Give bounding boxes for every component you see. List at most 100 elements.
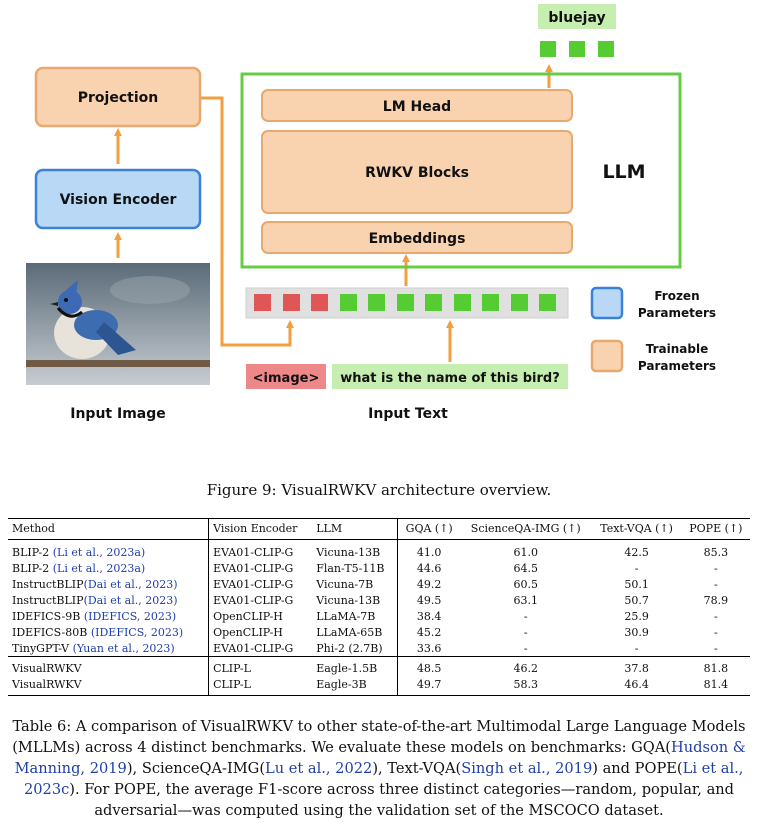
gqa-cell: 41.0	[416, 545, 442, 559]
scienceqa-cell: -	[523, 625, 528, 639]
textvqa-cell: -	[634, 561, 639, 575]
pope-cell: -	[713, 577, 718, 591]
legend-frozen-swatch	[590, 286, 624, 320]
textvqa-cell: 50.1	[624, 577, 649, 591]
table-row: BLIP-2 (Li et al., 2023a) EVA01-CLIP-G F…	[8, 560, 750, 576]
llm-cell: LLaMA-65B	[312, 624, 399, 640]
input-image-label: Input Image	[70, 406, 166, 422]
gqa-cell: 49.2	[416, 577, 442, 591]
output-token	[540, 41, 556, 57]
token-sequence	[254, 294, 556, 311]
gqa-cell: 38.4	[416, 609, 442, 623]
table-row: VisualRWKV CLIP-L Eagle-3B 49.7 58.3 46.…	[8, 676, 750, 696]
llm-cell: Eagle-1.5B	[312, 656, 399, 676]
citation-link[interactable]: (IDEFICS, 2023)	[83, 609, 177, 623]
lm-head-label: LM Head	[383, 99, 451, 115]
gqa-cell: 45.2	[416, 625, 442, 639]
pope-cell: -	[713, 609, 718, 623]
legend-trainable-swatch	[590, 339, 624, 373]
llm-cell: Eagle-3B	[312, 676, 399, 696]
col-header-gqa: GQA (↑)	[397, 518, 460, 540]
text-token	[425, 294, 442, 311]
scienceqa-cell: -	[523, 641, 528, 655]
citation-link[interactable]: Singh et al., 2019	[461, 760, 593, 777]
gqa-cell: 44.6	[416, 561, 442, 575]
embeddings-block	[261, 221, 573, 254]
output-label-box	[538, 4, 616, 29]
results-table: Method Vision Encoder LLM GQA (↑) Scienc…	[8, 518, 750, 696]
text-prompt-label: what is the name of this bird?	[340, 371, 560, 386]
citation-link[interactable]: Hudson & Manning, 2019	[14, 739, 746, 777]
citation-link[interactable]: (Li et al., 2023a)	[52, 561, 146, 575]
embeddings-label: Embeddings	[369, 231, 466, 247]
gqa-cell: 33.6	[416, 641, 442, 655]
pope-cell: -	[713, 625, 718, 639]
col-header-vision-encoder: Vision Encoder	[208, 518, 313, 540]
citation-link[interactable]: (IDEFICS, 2023)	[90, 625, 184, 639]
gqa-cell: 49.7	[397, 676, 460, 696]
table-row: InstructBLIP(Dai et al., 2023) EVA01-CLI…	[8, 592, 750, 608]
text-token	[397, 294, 414, 311]
connectors	[114, 64, 553, 362]
table-caption: Table 6: A comparison of VisualRWKV to o…	[12, 718, 746, 819]
method-cell: VisualRWKV	[8, 676, 210, 696]
method-cell: IDEFICS-9B (IDEFICS, 2023)	[8, 608, 210, 624]
llm-container	[240, 72, 682, 269]
method-cell: BLIP-2 (Li et al., 2023a)	[8, 539, 210, 560]
citation-link[interactable]: Lu et al., 2022	[265, 760, 373, 777]
scienceqa-cell: 61.0	[513, 545, 538, 559]
citation-link[interactable]: (Dai et al., 2023)	[83, 577, 178, 591]
citation-link[interactable]: (Dai et al., 2023)	[83, 593, 178, 607]
method-cell: BLIP-2 (Li et al., 2023a)	[8, 560, 210, 576]
text-token	[482, 294, 499, 311]
encoder-cell: OpenCLIP-H	[213, 609, 283, 623]
col-header-llm: LLM	[312, 518, 399, 540]
encoder-cell: EVA01-CLIP-G	[213, 593, 294, 607]
llm-cell: Vicuna-7B	[312, 576, 399, 592]
llm-cell: Vicuna-13B	[312, 592, 399, 608]
textvqa-cell: 46.4	[591, 676, 682, 696]
textvqa-cell: 37.8	[591, 656, 682, 676]
image-token-label: <image>	[253, 371, 320, 386]
legend-trainable-line1: Trainable	[646, 342, 708, 356]
architecture-diagram: Projection Vision Encoder LLM LM Head RW…	[26, 4, 716, 422]
scienceqa-cell: 46.2	[459, 656, 592, 676]
image-token	[311, 294, 328, 311]
legend-frozen-line2: Parameters	[638, 306, 716, 320]
projection-block	[34, 66, 202, 128]
legend: Frozen Parameters Trainable Parameters	[590, 286, 716, 373]
encoder-cell: CLIP-L	[208, 676, 313, 696]
citation-link[interactable]: (Yuan et al., 2023)	[72, 641, 175, 655]
image-token-box	[246, 364, 326, 389]
legend-frozen-line1: Frozen	[654, 289, 699, 303]
output-label: bluejay	[548, 10, 605, 26]
col-header-textvqa: Text-VQA (↑)	[591, 518, 682, 540]
encoder-cell: EVA01-CLIP-G	[213, 577, 294, 591]
table-row: TinyGPT-V (Yuan et al., 2023) EVA01-CLIP…	[8, 640, 750, 657]
method-cell: VisualRWKV	[8, 656, 210, 676]
text-token	[539, 294, 556, 311]
encoder-cell: EVA01-CLIP-G	[213, 641, 294, 655]
text-token	[368, 294, 385, 311]
citation-link[interactable]: (Li et al., 2023a)	[52, 545, 146, 559]
textvqa-cell: 30.9	[624, 625, 649, 639]
table-header-row: Method Vision Encoder LLM GQA (↑) Scienc…	[8, 518, 750, 540]
gqa-cell: 49.5	[416, 593, 442, 607]
table-row: InstructBLIP(Dai et al., 2023) EVA01-CLI…	[8, 576, 750, 592]
vision-encoder-block	[34, 168, 202, 230]
output-token	[598, 41, 614, 57]
pope-cell: 78.9	[703, 593, 729, 607]
encoder-cell: CLIP-L	[208, 656, 313, 676]
pope-cell: -	[713, 561, 718, 575]
gqa-cell: 48.5	[397, 656, 460, 676]
lm-head-block	[261, 89, 573, 122]
encoder-cell: OpenCLIP-H	[213, 625, 283, 639]
method-cell: IDEFICS-80B (IDEFICS, 2023)	[8, 624, 210, 640]
textvqa-cell: 42.5	[624, 545, 649, 559]
legend-trainable-line2: Parameters	[638, 359, 716, 373]
citation-link[interactable]: Li et al., 2023c	[23, 760, 744, 798]
bird-photo	[26, 263, 210, 385]
method-cell: TinyGPT-V (Yuan et al., 2023)	[8, 640, 210, 657]
llm-cell: Flan-T5-11B	[312, 560, 399, 576]
table-row: IDEFICS-9B (IDEFICS, 2023) OpenCLIP-H LL…	[8, 608, 750, 624]
